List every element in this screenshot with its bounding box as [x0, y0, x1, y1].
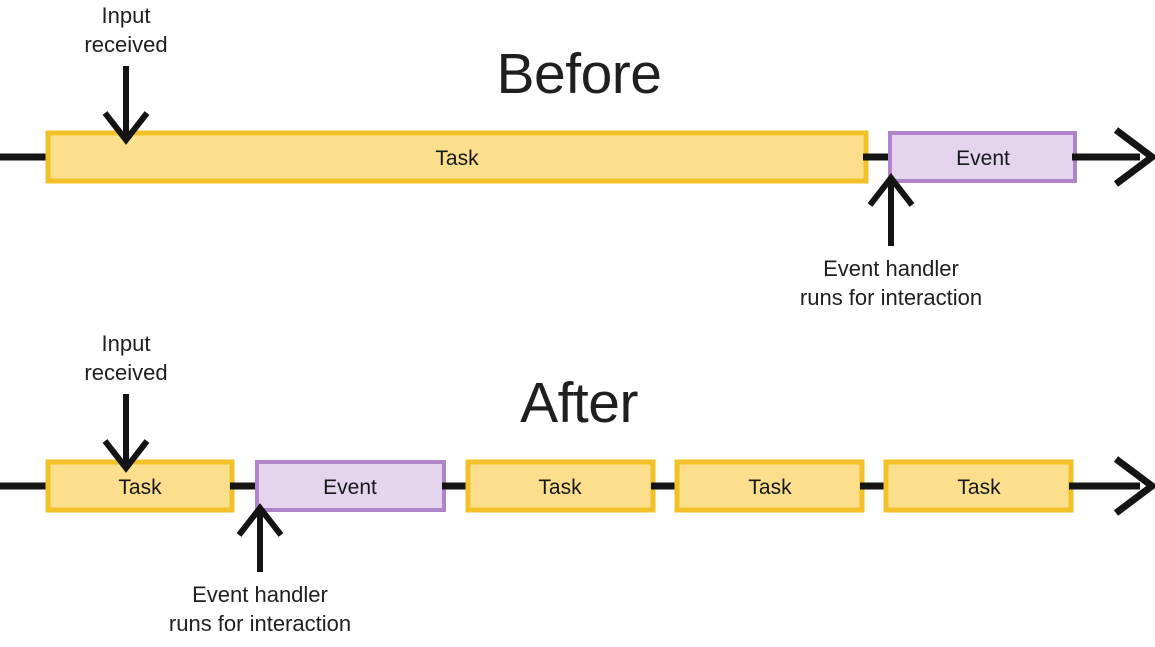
after-task-block-2	[465, 459, 656, 513]
after-event-block	[255, 460, 446, 512]
after-task-label-4: Task	[957, 476, 1001, 499]
after-task-label-2: Task	[538, 476, 582, 499]
before-handler-annotation: Event handler runs for interaction	[761, 255, 1021, 312]
before-event-label: Event	[956, 147, 1010, 170]
after-task-label-3: Task	[748, 476, 792, 499]
after-input-annotation-line1: Input	[101, 331, 151, 356]
after-task-block-4	[883, 459, 1074, 513]
after-handler-annotation-line2: runs for interaction	[168, 610, 352, 636]
after-handler-arrowhead	[236, 503, 284, 537]
before-input-annotation-line2: received	[84, 31, 168, 57]
after-handler-annotation: Event handler runs for interaction	[130, 581, 390, 638]
after-input-annotation-line2: received	[84, 359, 168, 385]
after-event-label: Event	[323, 476, 377, 499]
before-timeline-arrowhead	[1113, 127, 1155, 187]
before-section-title: Before	[496, 42, 662, 106]
after-input-annotation: Input received	[26, 330, 226, 387]
after-section-title: After	[520, 371, 638, 435]
before-input-annotation-line1: Input	[101, 3, 151, 28]
before-handler-arrowhead	[867, 173, 915, 207]
after-task-label-1: Task	[118, 476, 162, 499]
before-task-label: Task	[435, 147, 479, 170]
before-input-annotation: Input received	[26, 2, 226, 59]
before-handler-annotation-line1: Event handler	[823, 256, 959, 281]
after-handler-annotation-line1: Event handler	[192, 582, 328, 607]
after-input-arrowhead	[102, 439, 150, 473]
after-timeline-arrowhead	[1113, 456, 1155, 516]
before-input-arrowhead	[102, 111, 150, 145]
before-handler-annotation-line2: runs for interaction	[799, 284, 983, 310]
